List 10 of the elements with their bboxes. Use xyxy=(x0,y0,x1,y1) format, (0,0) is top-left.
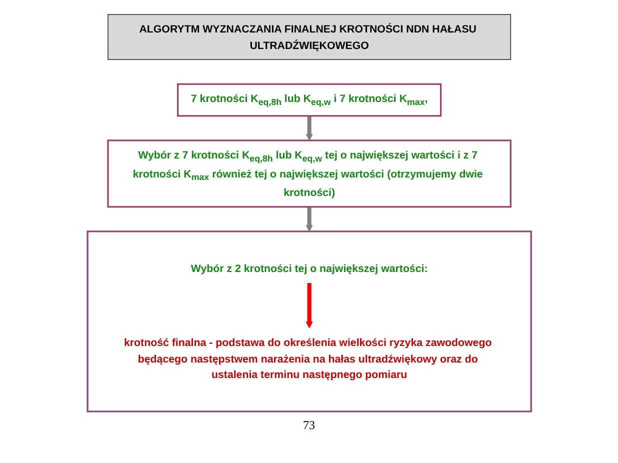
node-box: 7 krotności K$_{eq,8h}$ lub K$_{eq,w}$ i 7 krotności K$_{max}$, xyxy=(176,83,442,117)
page-number: 73 xyxy=(303,418,315,433)
arrow xyxy=(305,116,313,141)
cluster xyxy=(86,230,532,412)
node-text: Wybór z 2 krotności tej o największej wartości: xyxy=(190,262,428,274)
node-box: ALGORYTM WYZNACZANIA FINALNEJ KROTNOŚCI NDN HAŁASU ULTRADŹWIĘKOWEGO xyxy=(107,14,511,60)
node-text: krotność finalna - podstawa do określenia wielkości ryzyka zawodowego będącego następstwem narażenia na hałas ultradźwiękowy oraz do ustalenia terminu następnego pomiaru xyxy=(124,336,492,380)
node-box: Wybór z 7 krotności K$_{eq,8h}$ lub K$_{eq,w}$ tej o największej wartości i z 7 krotności K$_{max}$ również tej o największej wartości (otrzymujemy dwie krotności) xyxy=(106,140,512,208)
arrow xyxy=(305,206,313,232)
arrow xyxy=(305,282,313,328)
